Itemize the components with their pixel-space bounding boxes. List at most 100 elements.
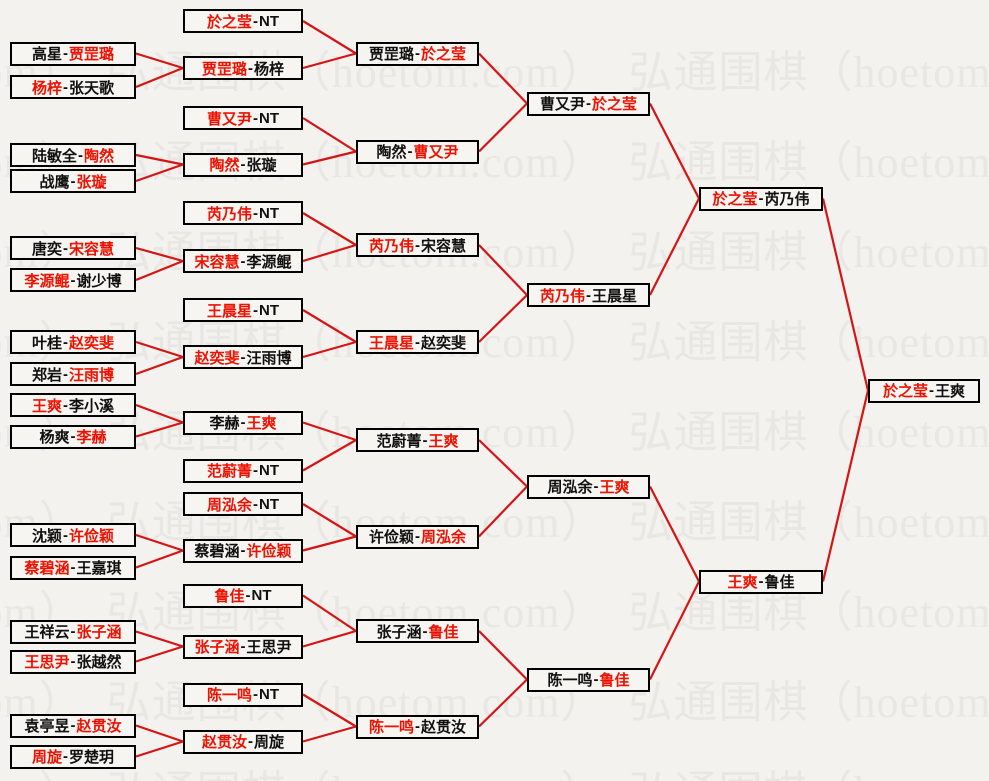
connector-line: [302, 117, 357, 153]
player-name-p1: 陈一鸣: [368, 719, 414, 736]
match-box-r1-m11: 沈颖-许俭颖: [10, 523, 136, 547]
connector-line: [649, 102, 700, 200]
player-name-p1: 沈颖: [31, 527, 62, 545]
match-box-r1-m16: 周旋-罗楚玥: [10, 744, 136, 769]
player-name-p2: 赵奕斐: [69, 334, 115, 352]
connector-line: [135, 533, 184, 552]
name-separator: -: [253, 12, 258, 30]
name-separator: -: [78, 146, 83, 164]
player-name-p2: 鲁佳: [764, 574, 795, 591]
name-separator: -: [70, 653, 76, 670]
player-name-p1: 陆敏全: [31, 147, 77, 165]
player-name-p2: NT: [259, 462, 279, 479]
connector-line: [135, 66, 184, 89]
name-separator: -: [240, 156, 246, 173]
player-name-p1: 芮乃伟: [206, 205, 252, 223]
player-name-p1: 周泓余: [206, 496, 252, 514]
player-name-p1: 范蔚菁: [376, 432, 422, 450]
player-name-p1: 战鹰: [39, 173, 70, 191]
name-separator: -: [422, 431, 428, 449]
name-separator: -: [248, 59, 253, 77]
match-box-r2-m7: 王晨星-NT: [183, 298, 303, 322]
player-name-p1: 贾罡璐: [201, 60, 247, 78]
connector-line: [302, 20, 357, 55]
connector-line: [649, 581, 700, 680]
player-name-p1: 蔡碧涵: [24, 560, 70, 577]
player-name-p1: 叶桂: [31, 334, 62, 352]
watermark-text: 弘通围棋（hoetom.com） 弘通围棋（hoetom.com） 弘通围棋（h…: [0, 756, 989, 781]
connector-line: [478, 294, 528, 343]
player-name-p2: 贾罡璐: [69, 46, 115, 63]
match-box-r2-m12: 蔡碧涵-许俭颖: [183, 538, 303, 563]
match-box-r2-m16: 赵贯汝-周旋: [183, 729, 303, 754]
player-name-p1: 於之莹: [206, 13, 252, 31]
player-name-p1: 周泓余: [547, 479, 593, 496]
connector-line: [302, 212, 357, 246]
match-box-r5-m1: 於之莹-芮乃伟: [699, 186, 823, 211]
name-separator: -: [415, 528, 420, 545]
player-name-p2: 芮乃伟: [764, 191, 810, 208]
match-box-r1-m13: 王祥云-张子涵: [10, 619, 136, 644]
match-box-r1-m9: 王爽-李小溪: [10, 393, 136, 417]
connector-line: [478, 244, 528, 296]
player-name-p2: 於之莹: [421, 46, 467, 63]
match-box-r3-m4: 王晨星-赵奕斐: [356, 330, 479, 354]
player-name-p1: 王祥云: [24, 624, 70, 641]
player-name-p1: 王爽: [727, 574, 758, 591]
player-name-p2: 汪雨博: [246, 349, 292, 367]
player-name-p2: NT: [259, 686, 279, 703]
name-separator: -: [253, 462, 258, 479]
player-name-p2: 杨梓: [254, 60, 285, 78]
player-name-p2: 於之莹: [592, 96, 638, 113]
match-box-r2-m15: 陈一鸣-NT: [183, 682, 303, 707]
name-separator: -: [415, 333, 420, 351]
match-box-r1-m14: 王思尹-张越然: [10, 649, 136, 674]
player-name-p2: 赵贯汝: [421, 719, 467, 736]
player-name-p2: 鲁佳: [599, 672, 630, 689]
name-separator: -: [70, 172, 76, 190]
player-name-p1: 张子涵: [194, 639, 240, 656]
player-name-p2: NT: [259, 12, 279, 30]
name-separator: -: [253, 495, 258, 513]
player-name-p1: 许俭颖: [368, 529, 414, 546]
player-name-p1: 赵奕斐: [194, 349, 240, 367]
player-name-p1: 陶然: [209, 157, 240, 174]
player-name-p1: 杨爽: [39, 429, 70, 446]
player-name-p1: 贾罡璐: [368, 46, 414, 63]
player-name-p2: 李源鲲: [246, 253, 292, 271]
match-box-r4-m3: 周泓余-王爽: [527, 474, 650, 499]
match-box-r1-m3: 陆敏全-陶然: [10, 143, 136, 167]
name-separator: -: [70, 559, 76, 576]
player-name-p1: 蔡碧涵: [194, 543, 240, 560]
match-box-r3-m5: 范蔚菁-王爽: [356, 428, 479, 452]
connector-line: [821, 390, 870, 582]
player-name-p2: 陶然: [84, 147, 115, 165]
player-name-p2: 王爽: [935, 383, 966, 400]
player-name-p2: 张璇: [76, 173, 107, 191]
player-name-p1: 芮乃伟: [368, 237, 414, 255]
player-name-p2: NT: [251, 587, 272, 604]
connector-line: [478, 485, 528, 538]
name-separator: -: [586, 286, 591, 304]
watermark-text: 弘通围棋（hoetom.com） 弘通围棋（hoetom.com） 弘通围棋（h…: [0, 588, 989, 637]
player-name-p1: 李源鲲: [24, 272, 70, 290]
match-box-r2-m8: 赵奕斐-汪雨博: [183, 345, 303, 369]
connector-line: [302, 309, 357, 343]
connector-line: [135, 259, 184, 282]
connector-line: [135, 740, 184, 758]
match-box-r1-m7: 叶桂-赵奕斐: [10, 330, 136, 354]
name-separator: -: [240, 414, 246, 431]
player-name-p2: 周泓余: [421, 529, 467, 546]
name-separator: -: [253, 301, 258, 319]
name-separator: -: [758, 573, 764, 590]
name-separator: -: [248, 733, 253, 750]
connector-line: [302, 693, 357, 728]
name-separator: -: [415, 718, 420, 735]
match-box-r2-m3: 曹又尹-NT: [183, 106, 303, 130]
player-name-p1: 张子涵: [376, 623, 422, 641]
connector-line: [135, 340, 184, 359]
match-box-r1-m5: 唐奕-宋容慧: [10, 236, 136, 260]
